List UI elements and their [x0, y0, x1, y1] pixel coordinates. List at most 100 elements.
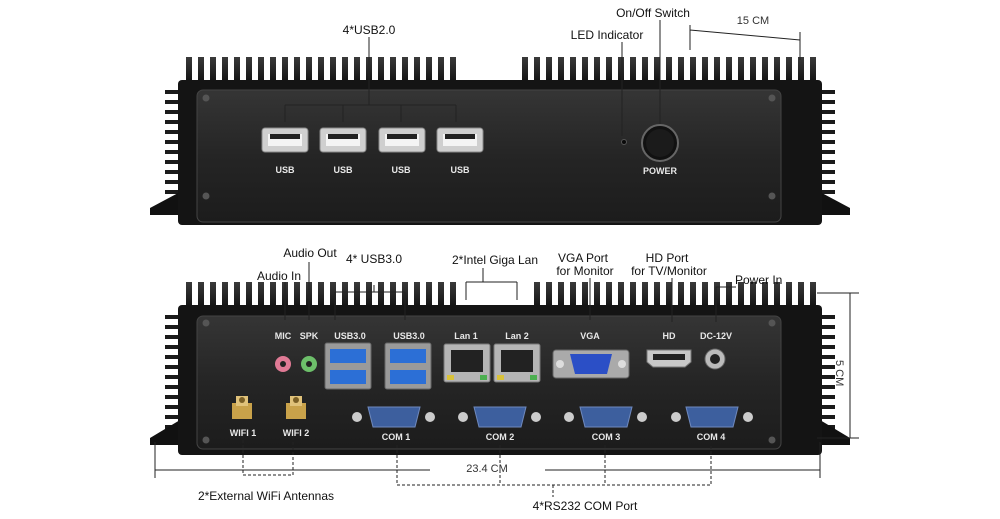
- heatsink-fin: [258, 282, 264, 308]
- heatsink-fin: [330, 282, 336, 308]
- heatsink-fin: [210, 282, 216, 308]
- heatsink-fin: [762, 282, 768, 308]
- heatsink-fin: [570, 282, 576, 308]
- heatsink-fin: [246, 57, 252, 83]
- heatsink-fin: [522, 57, 528, 83]
- hd-port: [646, 349, 692, 368]
- heatsink-fin: [810, 57, 816, 83]
- com-label: COM 2: [485, 432, 515, 442]
- lan-label: Lan 2: [505, 331, 529, 341]
- top-heatsink-fins: [186, 57, 816, 83]
- com-label: COM 3: [591, 432, 621, 442]
- heatsink-fin: [702, 282, 708, 308]
- usb-label: USB: [450, 165, 470, 175]
- heatsink-fin: [165, 160, 185, 164]
- heatsink-fin: [815, 120, 835, 124]
- usb2-port-1: [261, 127, 309, 153]
- heatsink-fin: [165, 395, 185, 399]
- heatsink-fin: [618, 282, 624, 308]
- screw: [202, 94, 210, 102]
- heatsink-fin: [750, 57, 756, 83]
- heatsink-fin: [678, 57, 684, 83]
- heatsink-fin: [165, 385, 185, 389]
- heatsink-fin: [630, 282, 636, 308]
- callout-hd-line1: HD Port: [645, 251, 689, 265]
- callout-com-ports: 4*RS232 COM Port: [532, 499, 638, 513]
- top-callout-lines: [284, 20, 801, 136]
- heatsink-fin: [165, 345, 185, 349]
- heatsink-fin: [402, 57, 408, 83]
- heatsink-fin: [366, 282, 372, 308]
- heatsink-fin: [786, 57, 792, 83]
- heatsink-fin: [815, 385, 835, 389]
- heatsink-fin: [815, 100, 835, 104]
- wifi-antenna-connector-1: [232, 396, 252, 419]
- dc-label: DC-12V: [699, 331, 733, 341]
- heatsink-fin: [270, 57, 276, 83]
- heatsink-fin: [815, 405, 835, 409]
- heatsink-fin: [165, 140, 185, 144]
- heatsink-fin: [630, 57, 636, 83]
- heatsink-fin: [198, 282, 204, 308]
- wifi-antenna-connector-2: [286, 396, 306, 419]
- screw: [202, 192, 210, 200]
- heatsink-fin: [815, 375, 835, 379]
- com-label: COM 4: [696, 432, 726, 442]
- heatsink-fin: [738, 57, 744, 83]
- top-heatsink-fins: [186, 282, 816, 308]
- heatsink-fin: [450, 57, 456, 83]
- top-device: [150, 57, 850, 225]
- heatsink-fin: [186, 282, 192, 308]
- heatsink-fin: [815, 90, 835, 94]
- vga-port: [552, 349, 630, 379]
- heatsink-fin: [582, 57, 588, 83]
- usb-label: USB: [333, 165, 353, 175]
- heatsink-fin: [165, 375, 185, 379]
- heatsink-fin: [450, 282, 456, 308]
- heatsink-fin: [666, 57, 672, 83]
- usb-label: USB: [391, 165, 411, 175]
- heatsink-fin: [222, 282, 228, 308]
- wifi-label: WIFI 2: [282, 428, 310, 438]
- heatsink-fin: [815, 190, 835, 194]
- top-front-panel: [196, 89, 782, 223]
- usb3-label: USB3.0: [334, 331, 366, 341]
- usb-label: USB: [275, 165, 295, 175]
- heatsink-fin: [234, 57, 240, 83]
- heatsink-fin: [390, 282, 396, 308]
- heatsink-fin: [186, 57, 192, 83]
- heatsink-fin: [258, 57, 264, 83]
- heatsink-fin: [165, 405, 185, 409]
- heatsink-fin: [165, 90, 185, 94]
- power-label: POWER: [642, 166, 678, 176]
- heatsink-fin: [642, 57, 648, 83]
- heatsink-fin: [414, 282, 420, 308]
- heatsink-fin: [378, 282, 384, 308]
- heatsink-fin: [815, 170, 835, 174]
- heatsink-fin: [165, 365, 185, 369]
- spk-label: SPK: [299, 331, 319, 341]
- screw: [768, 192, 776, 200]
- lan-port-2: [493, 343, 541, 383]
- heatsink-fin: [815, 150, 835, 154]
- vga-label: VGA: [580, 331, 600, 341]
- heatsink-fin: [594, 57, 600, 83]
- callout-usb3: 4* USB3.0: [345, 252, 403, 266]
- usb2-port-4: [436, 127, 484, 153]
- dimension-height: 5 CM: [833, 360, 845, 387]
- usb3-stack-2: [384, 342, 432, 390]
- heatsink-fin: [354, 57, 360, 83]
- heatsink-fin: [165, 315, 185, 319]
- callout-power-in: Power In: [735, 273, 783, 287]
- wifi-label: WIFI 1: [229, 428, 257, 438]
- heatsink-fin: [570, 57, 576, 83]
- heatsink-fin: [815, 365, 835, 369]
- heatsink-fin: [815, 415, 835, 419]
- heatsink-fin: [654, 282, 660, 308]
- heatsink-fin: [690, 282, 696, 308]
- heatsink-fin: [270, 282, 276, 308]
- heatsink-fin: [798, 57, 804, 83]
- heatsink-fin: [546, 57, 552, 83]
- usb2-port-2: [319, 127, 367, 153]
- heatsink-fin: [815, 160, 835, 164]
